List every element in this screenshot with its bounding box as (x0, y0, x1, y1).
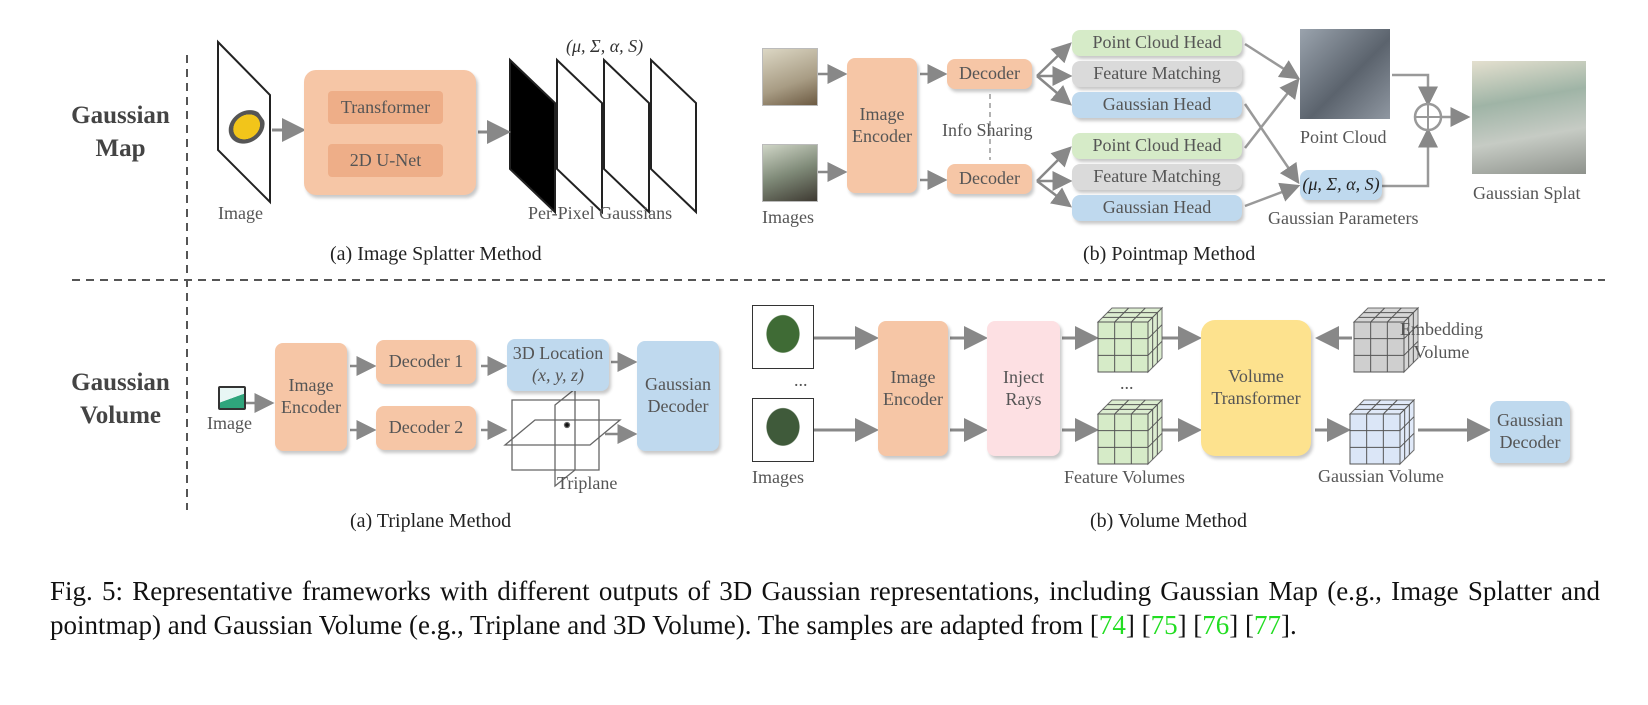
subcaption-volume: (b) Volume Method (1090, 510, 1248, 532)
feature-volumes-label: Feature Volumes (1064, 467, 1185, 487)
gaussian-head-top: Gaussian Head (1072, 92, 1242, 118)
feature-volume-cube-top (1096, 306, 1164, 374)
feature-matching-bottom: Feature Matching (1072, 164, 1242, 190)
input-image-2 (762, 144, 818, 202)
figure-caption: Fig. 5: Representative frameworks with d… (50, 576, 1600, 640)
feature-volume-cube-bottom (1096, 398, 1164, 466)
per-pixel-gaussians-label: Per-Pixel Gaussians (528, 203, 673, 223)
subcaption-image-splatter: (a) Image Splatter Method (330, 243, 542, 265)
info-sharing-label: Info Sharing (942, 120, 1033, 140)
volume-input-label: Images (752, 467, 804, 487)
decoder-2: Decoder 2 (376, 406, 476, 450)
image-icon (218, 386, 246, 410)
triplane-graphic (503, 387, 622, 488)
inject-rays-box: Inject Rays (987, 321, 1060, 456)
subcaption-pointmap: (b) Pointmap Method (1083, 243, 1256, 265)
unet-block: 2D U-Net (328, 144, 443, 177)
input-image-1 (762, 48, 818, 106)
gaussian-volume-label: Gaussian Volume (1318, 466, 1444, 486)
decoder-bottom: Decoder (947, 164, 1032, 194)
transformer-block: Transformer (328, 91, 443, 124)
volume-image-encoder: Image Encoder (878, 321, 948, 456)
triplane-gaussian-decoder: Gaussian Decoder (637, 341, 719, 451)
reference-link[interactable]: 77 (1254, 610, 1282, 640)
volume-ellipsis-middle: ... (1120, 373, 1134, 393)
reference-link[interactable]: 75 (1150, 610, 1178, 640)
gaussian-splat-label: Gaussian Splat (1473, 183, 1581, 203)
pointmap-image-encoder: Image Encoder (847, 58, 917, 193)
reference-group: [74] [75] [76] [77] (1089, 610, 1291, 640)
volume-transformer-box: Volume Transformer (1201, 320, 1311, 456)
gaussian-volume-cube (1348, 398, 1416, 466)
triplane-image-encoder: Image Encoder (275, 343, 347, 451)
embedding-volume-label: Embedding Volume (1400, 319, 1483, 363)
dog-image-1 (752, 305, 814, 369)
triplane-label: Triplane (557, 473, 618, 493)
reference-link[interactable]: 74 (1098, 610, 1126, 640)
feature-matching-top: Feature Matching (1072, 61, 1242, 87)
subcaption-triplane: (a) Triplane Method (350, 510, 512, 532)
row-label-gaussian-volume: Gaussian Volume (71, 369, 170, 429)
point-cloud-label: Point Cloud (1300, 127, 1387, 147)
gaussian-params-box: (μ, Σ, α, S) (1300, 170, 1382, 200)
gaussian-parameters-label: Gaussian Parameters (1268, 208, 1419, 228)
reference-link[interactable]: 76 (1202, 610, 1230, 640)
volume-gaussian-decoder: Gaussian Decoder (1490, 401, 1570, 463)
splatter-input-label: Image (218, 203, 263, 223)
decoder-1: Decoder 1 (376, 340, 476, 384)
point-cloud-head-bottom: Point Cloud Head (1072, 133, 1242, 159)
point-cloud-image (1300, 29, 1390, 119)
gaussian-head-bottom: Gaussian Head (1072, 195, 1242, 221)
row-label-gaussian-map: Gaussian Map (71, 102, 170, 162)
embedding-volume-cube (1352, 306, 1420, 374)
sum-symbol (1413, 102, 1443, 132)
3d-location-box: 3D Location (x, y, z) (507, 339, 609, 391)
pointmap-input-label: Images (762, 207, 814, 227)
output-planes (509, 57, 697, 215)
volume-ellipsis-left: ... (794, 370, 808, 390)
gaussian-params-label: (μ, Σ, α, S) (566, 36, 644, 56)
point-cloud-head-top: Point Cloud Head (1072, 30, 1242, 56)
gaussian-splat-image (1472, 61, 1586, 174)
triplane-input-label: Image (207, 413, 252, 433)
decoder-top: Decoder (947, 59, 1032, 89)
dog-image-2 (752, 398, 814, 462)
